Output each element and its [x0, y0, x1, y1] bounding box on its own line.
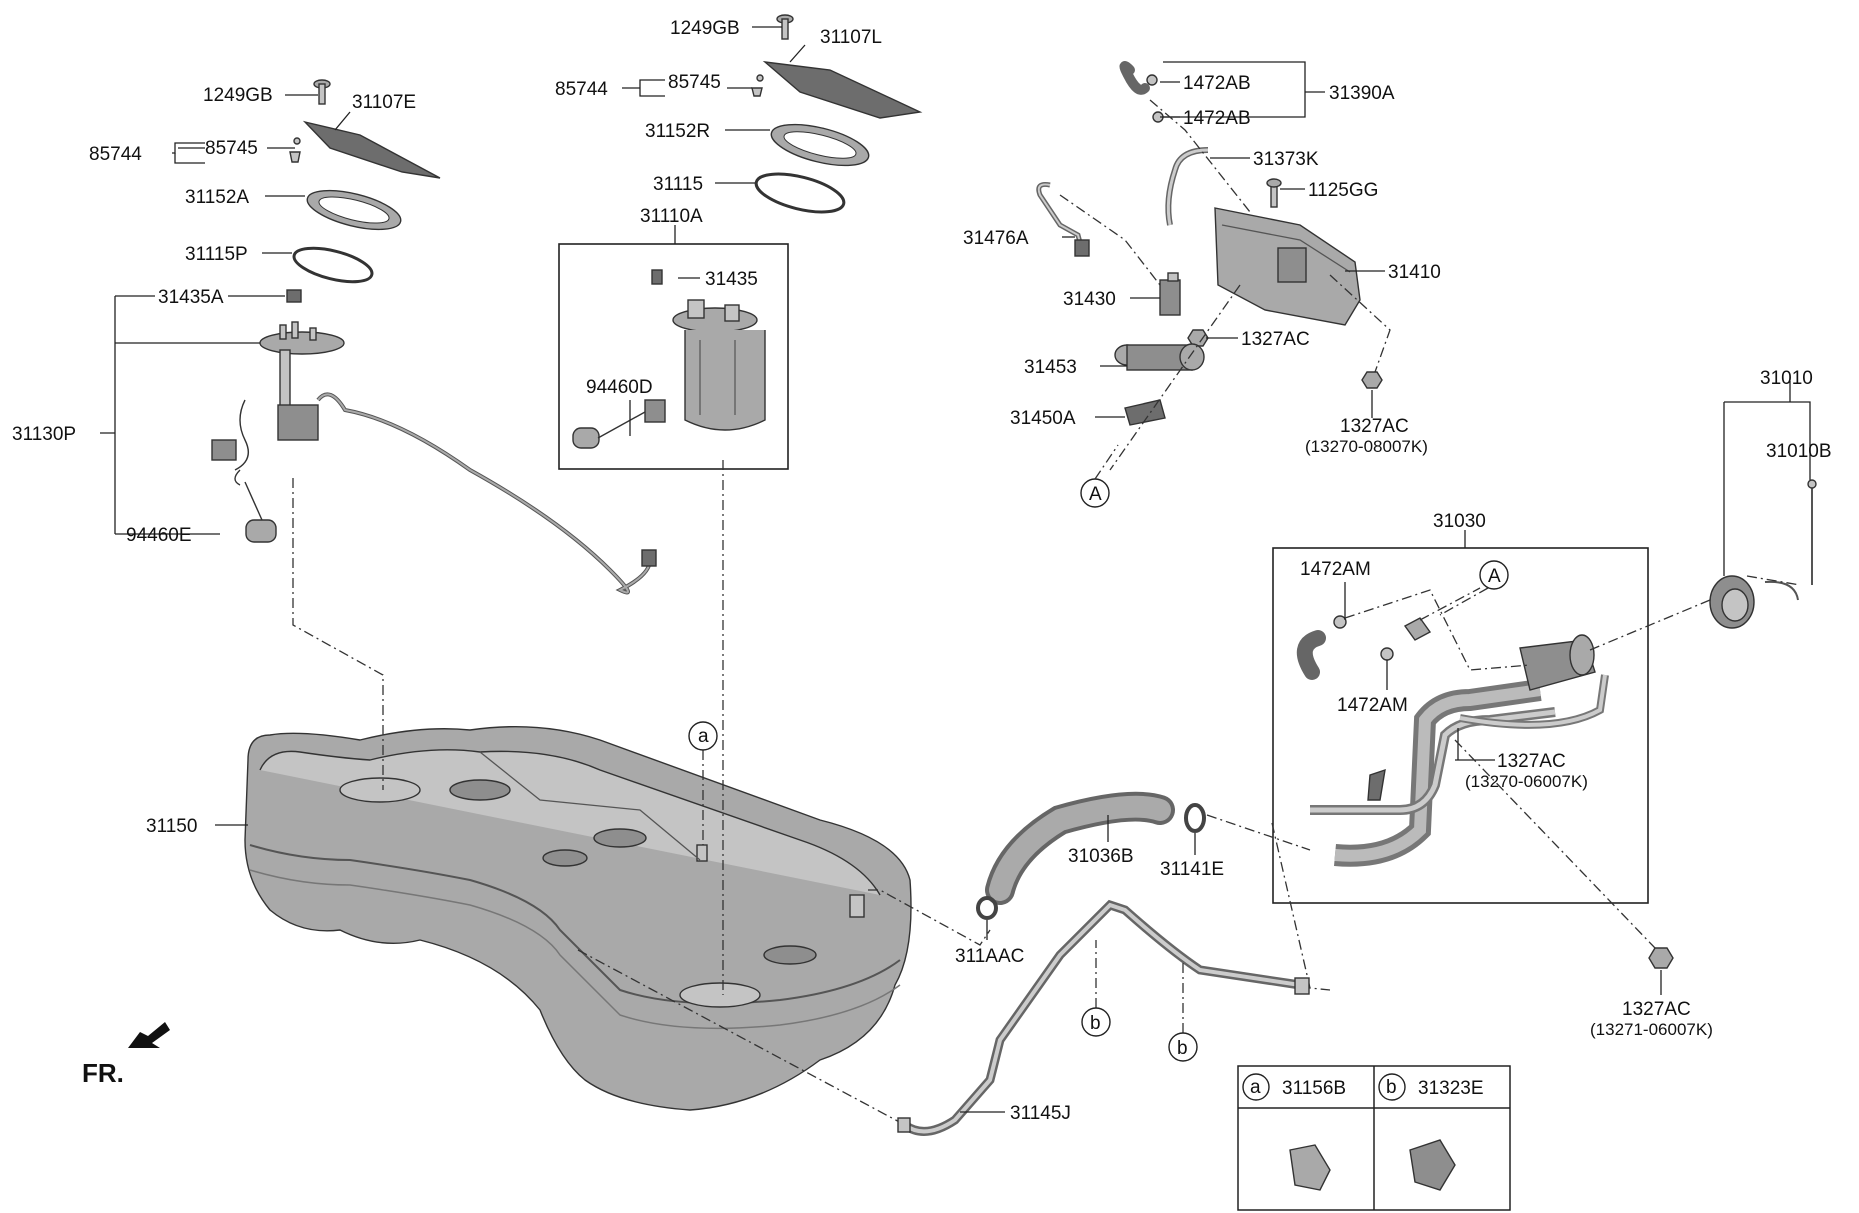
callout-a-box — [1479, 560, 1509, 590]
label-31152a: 31152A — [185, 187, 249, 208]
label-1327ac-canister: 1327AC — [1241, 329, 1310, 350]
label-31115p: 31115P — [185, 244, 248, 265]
label-1472am-top: 1472AM — [1300, 559, 1371, 580]
label-31152r: 31152R — [645, 121, 710, 142]
label-31410: 31410 — [1388, 262, 1441, 283]
label-94460e: 94460E — [126, 525, 192, 546]
cover-plate-31107e — [302, 120, 441, 179]
legend-a-letter: a — [1250, 1077, 1261, 1098]
tank-leaders — [215, 460, 1331, 1126]
label-31036b: 31036B — [1068, 846, 1134, 867]
label-94460d: 94460D — [586, 377, 653, 398]
gasket-31115 — [754, 172, 846, 214]
label-85745-center: 85745 — [668, 72, 721, 93]
filler-cap-31010 — [1709, 479, 1817, 629]
label-31390a: 31390A — [1329, 83, 1395, 104]
clamp-31141e — [1184, 803, 1206, 833]
label-1249gb-left: 1249GB — [203, 85, 273, 106]
label-31107l: 31107L — [820, 27, 882, 48]
callout-a-top-text: A — [1089, 484, 1102, 505]
label-85745-left: 85745 — [205, 138, 258, 159]
fuel-tank-31150 — [244, 725, 912, 1111]
sender-assembly-31130p — [211, 321, 657, 595]
label-31030: 31030 — [1433, 511, 1486, 532]
legend-b-letter: b — [1386, 1077, 1397, 1098]
float-94460e — [244, 481, 277, 543]
label-1472ab-bottom: 1472AB — [1183, 108, 1251, 129]
filter-31453 — [1114, 343, 1205, 371]
legend-a-part: 31156B — [1282, 1078, 1346, 1099]
label-31130p: 31130P — [12, 424, 76, 445]
label-31010: 31010 — [1760, 368, 1813, 389]
bolt-1249gb-left — [313, 79, 331, 105]
label-1472am-bottom: 1472AM — [1337, 695, 1408, 716]
clip-85745-left — [289, 151, 301, 163]
label-31141e: 31141E — [1160, 859, 1224, 880]
label-1327ac-filler: 1327AC — [1497, 751, 1566, 772]
box-31030 — [1272, 547, 1649, 904]
label-31145j: 31145J — [1010, 1103, 1071, 1124]
center-pump-group — [558, 14, 923, 470]
callout-b-right — [1168, 1032, 1198, 1062]
callout-b-left-text: b — [1090, 1013, 1101, 1034]
label-85744-left: 85744 — [89, 144, 142, 165]
legend-b-circle — [1378, 1073, 1406, 1101]
label-13271-06007k: (13271-06007K) — [1590, 1020, 1713, 1039]
filler-neck-31030 — [1310, 634, 1609, 867]
center-leaders — [622, 26, 806, 184]
filler-leaders — [1344, 582, 1711, 995]
callout-a-tank — [688, 721, 718, 751]
cover-plate-31107l — [762, 61, 923, 119]
label-31435a: 31435A — [158, 287, 224, 308]
label-1125gg: 1125GG — [1308, 180, 1378, 201]
label-31010b: 31010B — [1766, 441, 1832, 462]
vent-tube-31145j — [897, 899, 1310, 1136]
connector-31435a — [286, 289, 302, 303]
legend-b-part: 31323E — [1418, 1078, 1484, 1099]
lock-ring-31152r — [770, 123, 870, 167]
callouts: A A a b b a 31156B b 31323E — [688, 444, 1509, 1101]
box-31110a — [558, 243, 789, 470]
label-31476a: 31476A — [963, 228, 1029, 249]
label-1327ac-right: 1327AC — [1340, 416, 1409, 437]
filler-hose-31036b — [985, 791, 1175, 905]
label-31150: 31150 — [146, 816, 197, 837]
callout-b-left — [1081, 1007, 1111, 1037]
front-arrow — [128, 1022, 170, 1048]
callout-a-tank-text: a — [698, 726, 709, 747]
label-311aac: 311AAC — [955, 946, 1024, 967]
lock-ring-31152a — [306, 189, 402, 231]
callout-b-right-text: b — [1177, 1038, 1188, 1059]
legend-a-circle — [1242, 1073, 1270, 1101]
label-31373k: 31373K — [1253, 149, 1319, 170]
label-31453: 31453 — [1024, 357, 1077, 378]
canister-group — [1036, 61, 1383, 426]
label-fr: FR. — [82, 1058, 124, 1088]
label-1472ab-top: 1472AB — [1183, 73, 1251, 94]
label-1327ac-bottom: 1327AC — [1622, 999, 1691, 1020]
label-1249gb-center: 1249GB — [670, 18, 740, 39]
callout-a-box-text: A — [1488, 566, 1501, 587]
filler-group — [1272, 381, 1817, 969]
label-31450a: 31450A — [1010, 408, 1076, 429]
label-13270-06007k: (13270-06007K) — [1465, 772, 1588, 791]
label-13270-08007k: (13270-08007K) — [1305, 437, 1428, 456]
pump-module-31110a — [572, 269, 766, 449]
left-leaders — [100, 94, 351, 535]
label-31110a: 31110A — [640, 206, 703, 227]
label-31115: 31115 — [653, 174, 703, 195]
left-pump-group — [211, 79, 657, 595]
clamp-311aac — [976, 896, 998, 920]
canister-leaders — [1059, 61, 1391, 471]
label-31107e: 31107E — [352, 92, 416, 113]
label-31435: 31435 — [705, 269, 758, 290]
part-labels: 1249GB 31107E 85744 85745 31152A 31115P … — [12, 18, 1832, 1124]
label-85744-center: 85744 — [555, 79, 608, 100]
legend-table — [1237, 1065, 1511, 1211]
gasket-31115p — [292, 246, 374, 284]
bolt-1249gb-center — [776, 14, 794, 40]
label-31430: 31430 — [1063, 289, 1116, 310]
